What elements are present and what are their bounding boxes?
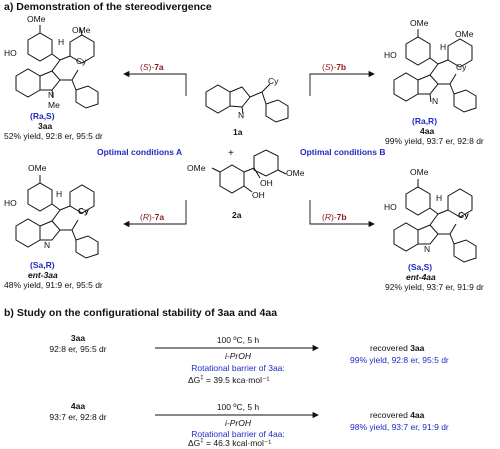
config-ent-3aa: (Sa,R)	[30, 260, 55, 270]
stability-row2-cond: 100 ºC, 5 h	[216, 402, 260, 412]
atom-oh: OH	[252, 190, 265, 200]
conditions-a: Optimal conditions A	[97, 147, 183, 157]
atom-h: H	[436, 193, 443, 203]
atom-h: H	[56, 189, 63, 199]
atom-ho: HO	[4, 198, 17, 208]
atom-ho: HO	[384, 50, 397, 60]
stability-row2-name: 4aa	[70, 401, 86, 411]
stability-row1-result: 99% yield, 92:8 er, 95:5 dr	[350, 355, 449, 365]
yield-4aa: 99% yield, 93:7 er, 92:8 dr	[385, 136, 484, 146]
atom-cy: Cy	[76, 56, 87, 66]
stability-row1-name: 3aa	[70, 333, 86, 343]
yield-ent-3aa: 48% yield, 91:9 er, 95:5 dr	[4, 280, 103, 290]
name-ent-3aa: ent-3aa	[28, 270, 58, 280]
atom-cy: Cy	[268, 76, 279, 86]
atom-n: N	[432, 96, 439, 106]
structure-ent-3aa	[6, 164, 116, 260]
stability-row2-recovered: recovered 4aa	[370, 410, 425, 420]
name-4aa: 4aa	[420, 126, 435, 136]
stability-row1-solvent: i-PrOH	[225, 351, 251, 361]
stability-row2-result: 98% yield, 93:7 er, 91:9 dr	[350, 422, 449, 432]
atom-ome: OMe	[410, 18, 429, 28]
atom-cy: Cy	[456, 62, 467, 72]
reagent-bl: (R)-7a	[140, 212, 165, 222]
plus-sign: +	[228, 148, 234, 159]
config-ent-4aa: (Sa,S)	[408, 262, 433, 272]
atom-n: N	[44, 240, 51, 250]
stability-row1-cond: 100 ºC, 5 h	[216, 335, 260, 345]
config-4aa: (Ra,R)	[412, 116, 438, 126]
atom-oh: OH	[260, 178, 273, 188]
name-ent-4aa: ent-4aa	[406, 272, 436, 282]
atom-ome: OMe	[28, 163, 47, 173]
reagent-2a: 2a	[232, 210, 242, 220]
config-3aa: (Ra,S)	[30, 111, 55, 121]
atom-ho: HO	[384, 202, 397, 212]
structure-3aa	[6, 14, 116, 112]
atom-me: Me	[48, 100, 60, 110]
yield-3aa: 52% yield, 92:8 er, 95:5 dr	[4, 131, 103, 141]
atom-h: H	[440, 42, 447, 52]
name-3aa: 3aa	[38, 121, 53, 131]
section-b-title: b) Study on the configurational stabilit…	[4, 307, 278, 319]
stability-row1-dg: ΔG‡ = 39.5 kca·mol⁻¹	[188, 375, 270, 385]
conditions-b: Optimal conditions B	[300, 147, 386, 157]
stability-row2-dg: ΔG‡ = 46.3 kcal·mol⁻¹	[188, 438, 272, 448]
stability-row2-solvent: i-PrOH	[225, 418, 251, 428]
atom-ome: OMe	[455, 29, 474, 39]
stability-row2-ratio: 93:7 er, 92:8 dr	[49, 412, 107, 422]
structure-1a	[200, 70, 300, 140]
reagent-1a: 1a	[233, 127, 243, 137]
atom-ome: OMe	[187, 163, 206, 173]
atom-n: N	[424, 244, 431, 254]
atom-ho: HO	[4, 48, 17, 58]
atom-h: H	[58, 37, 65, 47]
atom-n: N	[238, 110, 245, 120]
atom-ome: OMe	[27, 14, 46, 24]
atom-ome: OMe	[286, 168, 305, 178]
atom-ome: OMe	[410, 167, 429, 177]
stability-row1-ratio: 92:8 er, 95:5 dr	[49, 344, 107, 354]
atom-ome: OMe	[72, 25, 91, 35]
atom-cy: Cy	[78, 206, 89, 216]
atom-n: N	[48, 90, 55, 100]
atom-cy: Cy	[458, 210, 469, 220]
stability-row1-recovered: recovered 3aa	[370, 343, 425, 353]
structure-2a	[200, 150, 300, 218]
stability-row1-barrier: Rotational barrier of 3aa:	[191, 363, 285, 373]
structure-4aa	[384, 18, 494, 116]
yield-ent-4aa: 92% yield, 93:7 er, 91:9 dr	[385, 282, 484, 292]
reagent-tl: (S)-7a	[140, 62, 164, 72]
stability-row2-barrier: Rotational barrier of 4aa:	[191, 429, 285, 439]
section-a-title: a) Demonstration of the stereodivergence	[4, 1, 212, 13]
structure-ent-4aa	[384, 168, 494, 264]
reagent-br: (R)-7b	[322, 212, 347, 222]
reagent-tr: (S)-7b	[322, 62, 347, 72]
